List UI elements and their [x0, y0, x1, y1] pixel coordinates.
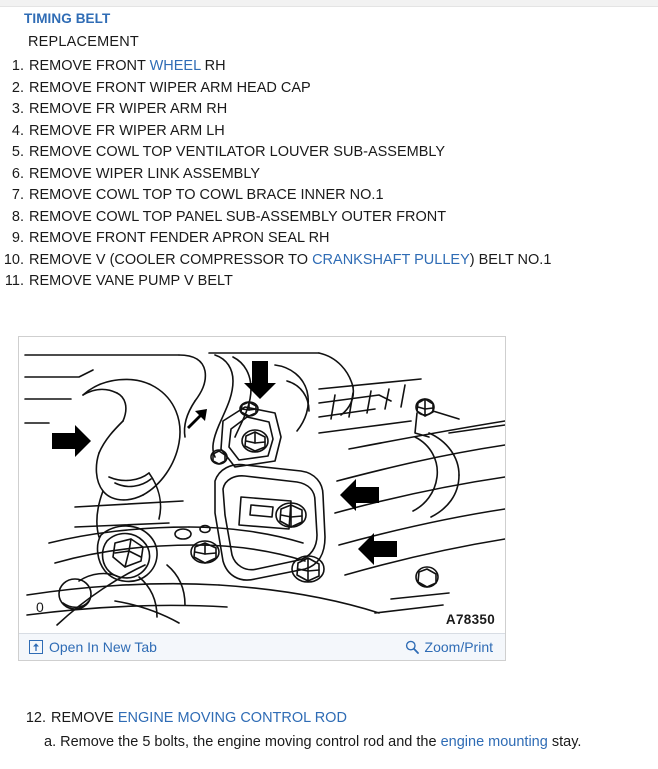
- step-number: 6.: [11, 165, 24, 182]
- step-text-pre: REMOVE FRONT FENDER APRON SEAL RH: [29, 230, 330, 246]
- engine-mount-line-drawing: [24, 352, 505, 626]
- procedure-step: 2. REMOVE FRONT WIPER ARM HEAD CAP: [0, 78, 658, 100]
- step-text-pre: REMOVE V (COOLER COMPRESSOR TO: [29, 251, 313, 268]
- step-number: 5.: [11, 144, 24, 160]
- open-in-new-tab-label: Open In New Tab: [49, 639, 157, 655]
- procedure-step: 6. REMOVE WIPER LINK ASSEMBLY: [0, 164, 658, 186]
- top-gray-band: [0, 0, 658, 7]
- step-number: 1.: [11, 58, 24, 74]
- arrow-down-top: [244, 361, 276, 399]
- arrow-right-left-bolt: [52, 425, 91, 457]
- step-text-pre: REMOVE FR WIPER ARM RH: [29, 101, 228, 117]
- step-text-pre: REMOVE WIPER LINK ASSEMBLY: [29, 165, 260, 182]
- substep-text-pre: Remove the 5 bolts, the engine moving co…: [60, 734, 441, 750]
- step-text-post: RH: [200, 58, 226, 74]
- step-text-pre: REMOVE: [51, 710, 118, 726]
- step-link[interactable]: WHEEL: [149, 58, 201, 74]
- zoom-print-button[interactable]: Zoom/Print: [405, 639, 493, 655]
- procedure-step-12: 12. REMOVE ENGINE MOVING CONTROL ROD: [22, 708, 658, 729]
- link-engine-moving-control-rod[interactable]: ENGINE MOVING CONTROL ROD: [117, 710, 347, 726]
- procedure-step: 5. REMOVE COWL TOP VENTILATOR LOUVER SUB-…: [0, 142, 658, 164]
- step-number: 2.: [11, 79, 24, 96]
- procedure-step: 10. REMOVE V (COOLER COMPRESSOR TO CRANKS…: [0, 250, 658, 272]
- step-number: 9.: [11, 230, 24, 246]
- step-number: 8.: [11, 208, 24, 225]
- arrow-left-bracket-lower: [358, 533, 397, 565]
- step-text-pre: REMOVE FR WIPER ARM LH: [29, 122, 225, 139]
- figure-panel: 0 A78350 Open In New Tab Zoom/Print: [18, 336, 506, 661]
- step-link[interactable]: CRANKSHAFT PULLEY: [312, 251, 470, 268]
- step-number: 3.: [11, 101, 24, 117]
- callout-arrows: [52, 361, 397, 565]
- step-text-pre: REMOVE VANE PUMP V BELT: [29, 273, 233, 289]
- bottom-procedure-block: 12. REMOVE ENGINE MOVING CONTROL ROD a. R…: [0, 708, 658, 753]
- step-number: 10.: [3, 251, 24, 268]
- procedure-step-list: 1. REMOVE FRONT WHEEL RH 2. REMOVE FRONT WI…: [0, 56, 658, 293]
- figure-illustration: 0 A78350: [19, 337, 505, 633]
- substep-letter: a.: [44, 734, 57, 750]
- open-in-new-tab-button[interactable]: Open In New Tab: [29, 639, 157, 655]
- step-text-pre: REMOVE FRONT: [29, 58, 150, 74]
- link-engine-mounting[interactable]: engine mounting: [440, 734, 548, 750]
- arrow-upper-bracket: [187, 409, 207, 429]
- procedure-step: 7. REMOVE COWL TOP TO COWL BRACE INNER NO…: [0, 185, 658, 207]
- external-link-icon: [29, 640, 43, 654]
- step-text-pre: REMOVE COWL TOP VENTILATOR LOUVER SUB-AS…: [29, 144, 446, 160]
- procedure-step: 8. REMOVE COWL TOP PANEL SUB-ASSEMBLY OUT…: [0, 207, 658, 229]
- step-number: 4.: [11, 122, 24, 139]
- figure-toolbar: Open In New Tab Zoom/Print: [19, 633, 505, 660]
- step-text-pre: REMOVE FRONT WIPER ARM HEAD CAP: [29, 79, 311, 96]
- figure-corner-label: 0: [36, 599, 44, 615]
- zoom-print-label: Zoom/Print: [424, 639, 493, 655]
- procedure-substep-a: a. Remove the 5 bolts, the engine moving…: [44, 732, 658, 753]
- arrow-left-bracket-upper: [340, 479, 379, 511]
- magnifier-icon: [405, 640, 419, 654]
- procedure-step: 11. REMOVE VANE PUMP V BELT: [0, 271, 658, 293]
- step-text-pre: REMOVE COWL TOP PANEL SUB-ASSEMBLY OUTER…: [29, 208, 447, 225]
- procedure-step: 4. REMOVE FR WIPER ARM LH: [0, 121, 658, 143]
- page-title: TIMING BELT: [24, 11, 111, 26]
- step-number: 11.: [4, 273, 24, 289]
- step-text-pre: REMOVE COWL TOP TO COWL BRACE INNER NO.1: [29, 187, 384, 203]
- procedure-step: 9. REMOVE FRONT FENDER APRON SEAL RH: [0, 228, 658, 250]
- step-text-post: ) BELT NO.1: [469, 251, 552, 268]
- figure-code: A78350: [445, 612, 495, 627]
- step-number: 12.: [25, 710, 46, 726]
- step-number: 7.: [11, 187, 24, 203]
- substep-text-post: stay.: [547, 734, 582, 750]
- procedure-step: 1. REMOVE FRONT WHEEL RH: [0, 56, 658, 78]
- document-page: TIMING BELT REPLACEMENT 1. REMOVE FRONT W…: [0, 7, 658, 293]
- procedure-step: 3. REMOVE FR WIPER ARM RH: [0, 99, 658, 121]
- subsection-title: REPLACEMENT: [28, 34, 139, 50]
